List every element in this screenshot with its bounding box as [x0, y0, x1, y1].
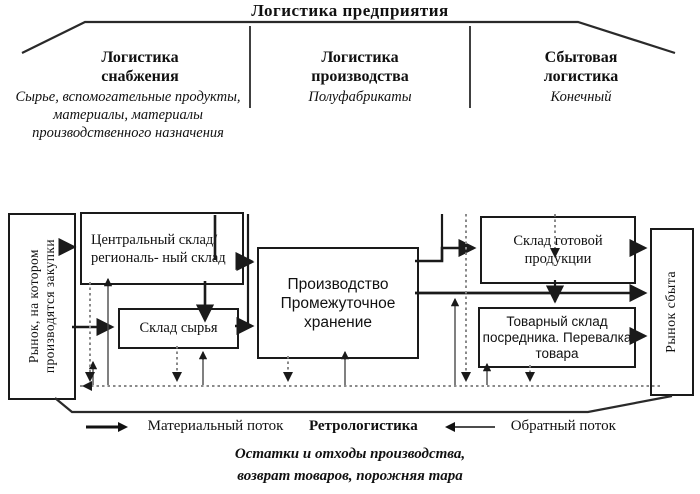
page-title: Логистика предприятия — [251, 1, 449, 20]
column-heading-supply-line1: Логистика — [101, 49, 179, 66]
column-subtitle-production: Полуфабрикаты — [308, 89, 412, 105]
box-mediator-warehouse-label: Товарный склад посредника. Перевалка тов… — [482, 313, 632, 361]
column-heading-production: Логистика производства — [255, 48, 465, 86]
bottom-bracket — [54, 394, 673, 414]
column-heading-production-line1: Логистика — [321, 49, 399, 66]
box-mediator-warehouse[interactable]: Товарный склад посредника. Перевалка тов… — [478, 307, 636, 368]
column-heading-supply: Логистика снабжения — [30, 48, 250, 86]
box-raw-materials-warehouse-label: Склад сырья — [139, 320, 218, 336]
legend-reverse-flow-label: Обратный поток — [510, 418, 616, 435]
box-market-purchasing-line2: производятся закупки — [42, 239, 57, 374]
retrologistics-bus-arrowhead — [82, 381, 92, 391]
legend-material-flow-label: Материальный поток — [147, 418, 284, 435]
box-central-warehouse-label: Центральный склад/региональ- ный склад — [91, 231, 226, 266]
legend-reverse-arrow-icon — [443, 418, 496, 435]
column-heading-distribution: Сбытовая логистика — [476, 48, 686, 86]
column-subtitle-distribution: Конечный — [550, 89, 612, 105]
column-subtitle-supply: Сырье, вспомогательные продукты, материа… — [15, 89, 241, 141]
column-heading-distribution-line2: логистика — [543, 68, 619, 85]
box-finished-goods-warehouse[interactable]: Склад готовой продукции — [480, 216, 636, 284]
box-production[interactable]: Производство Промежуточное хранение — [257, 247, 419, 359]
column-heading-supply-line2: снабжения — [101, 68, 179, 85]
box-market-sales[interactable]: Рынок сбыта — [650, 228, 694, 396]
column-heading-production-line2: производства — [311, 68, 409, 85]
box-market-purchasing[interactable]: Рынок, на котором производятся закупки — [8, 213, 76, 400]
box-market-purchasing-text: Рынок, на котором производятся закупки — [26, 239, 58, 373]
legend-retrologistics-label: Ретрологистика — [308, 418, 418, 435]
legend: Материальный поток Ретрологистика Обратн… — [0, 418, 700, 435]
box-market-purchasing-line1: Рынок, на котором — [26, 249, 41, 364]
box-market-sales-label: Рынок сбыта — [664, 271, 679, 353]
legend-note-line1: Остатки и отходы производства, — [234, 446, 466, 462]
column-heading-distribution-line1: Сбытовая — [544, 49, 618, 66]
legend-note-line2: возврат товаров, порожняя тара — [237, 468, 463, 484]
legend-material-arrow-icon — [84, 418, 129, 435]
box-central-warehouse[interactable]: Центральный склад/региональ- ный склад — [80, 212, 244, 285]
box-raw-materials-warehouse[interactable]: Склад сырья — [118, 308, 239, 349]
box-production-label: Производство Промежуточное хранение — [280, 275, 396, 331]
box-finished-goods-warehouse-label: Склад готовой продукции — [513, 233, 603, 267]
